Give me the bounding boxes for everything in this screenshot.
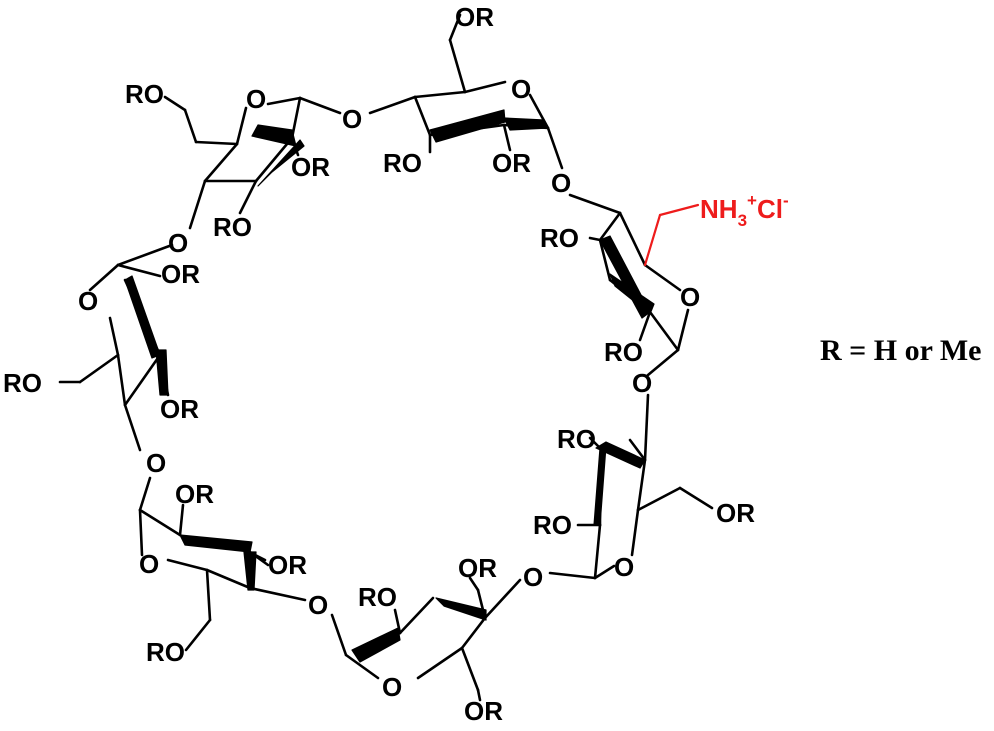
ro-label: RO xyxy=(557,424,596,454)
ro-label: RO xyxy=(383,148,422,178)
ammonium-nh: NH xyxy=(700,194,738,224)
glycosidic-oxygen-label: O xyxy=(146,448,166,478)
ring-oxygen-label: O xyxy=(78,286,98,316)
or-label: OR xyxy=(161,259,200,289)
substituent-labels: RO OR RO OR RO OR RO RO RO OR RO OR RO O… xyxy=(3,2,755,726)
or-label: OR xyxy=(160,394,199,424)
or-label: OR xyxy=(458,553,497,583)
glycosidic-oxygen-label: O xyxy=(308,590,328,620)
ro-label: RO xyxy=(533,510,572,540)
chloride-charge: - xyxy=(783,191,789,210)
ro-label: RO xyxy=(604,337,643,367)
or-label: OR xyxy=(455,2,494,32)
ring-oxygen-label: O xyxy=(139,549,159,579)
ro-label: RO xyxy=(540,223,579,253)
ring-oxygen-label: O xyxy=(614,552,634,582)
or-label: OR xyxy=(175,479,214,509)
or-label: OR xyxy=(291,152,330,182)
ro-label: RO xyxy=(146,637,185,667)
wedge-bonds xyxy=(124,109,655,663)
ring-oxygen-label: O xyxy=(382,672,402,702)
ammonium-charge: + xyxy=(747,191,757,210)
r-group-legend: R = H or Me xyxy=(820,334,982,367)
ro-label: RO xyxy=(213,212,252,242)
or-label: OR xyxy=(268,550,307,580)
glycosidic-oxygen-label: O xyxy=(342,104,362,134)
or-label: OR xyxy=(492,148,531,178)
aminomethyl-bond xyxy=(643,213,662,267)
glycosidic-oxygen-label: O xyxy=(551,168,571,198)
ring-oxygen-label: O xyxy=(680,282,700,312)
glycosidic-oxygen-label: O xyxy=(523,562,543,592)
ring-oxygen-label: O xyxy=(511,74,531,104)
ring-oxygen-label: O xyxy=(246,84,266,114)
chloride-label: Cl xyxy=(757,194,783,224)
or-label: OR xyxy=(716,498,755,528)
glycosidic-oxygens: O O O O O O O xyxy=(146,104,652,620)
ammonium-chloride-label: NH3+Cl- xyxy=(700,191,789,230)
ro-label: RO xyxy=(3,368,42,398)
ring-oxygens: O O O O O O O xyxy=(78,74,700,702)
ro-label: RO xyxy=(125,79,164,109)
ammonium-subscript: 3 xyxy=(738,211,747,230)
glycosidic-oxygen-label: O xyxy=(168,228,188,258)
aminomethyl-bond xyxy=(658,203,700,217)
ro-label: RO xyxy=(358,582,397,612)
or-label: OR xyxy=(464,696,503,726)
glycosidic-oxygen-label: O xyxy=(632,368,652,398)
